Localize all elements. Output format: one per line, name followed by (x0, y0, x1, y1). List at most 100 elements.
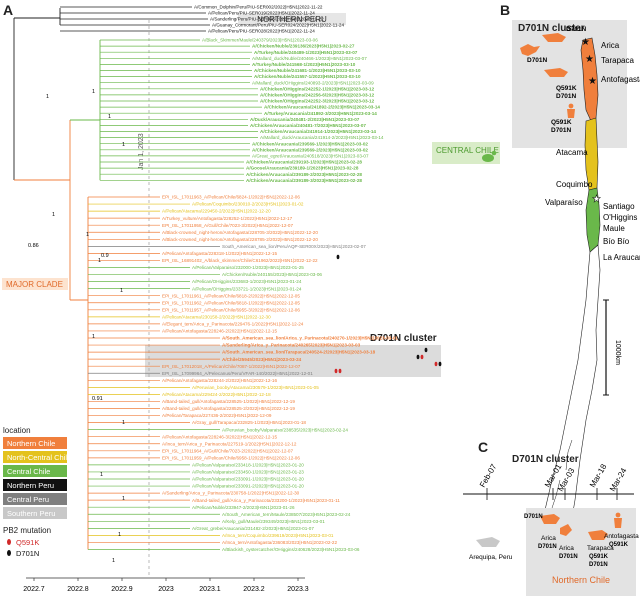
map-cluster-box (512, 20, 627, 148)
leaf-label: A/Pelican/Nuble/233947-2/2023|H5N1|2023-… (192, 505, 295, 510)
legend-swatch (3, 437, 67, 449)
leaf-label: A/Chicken/OHiggins/242252-1/2023|H5N1|20… (260, 86, 375, 91)
timeline-title: D701N cluster (512, 454, 579, 465)
support-value: 1 (98, 258, 101, 264)
support-value: 1 (120, 288, 123, 294)
leaf-label: A/Band-tailed_gull/Antofagasta/228525-1/… (162, 399, 295, 404)
leaf-label: A/Inca_tern/Antofagasta/236083/2023|H5N1… (222, 540, 337, 545)
region-label: Valparaíso (545, 198, 583, 207)
leaf-label: A/Guanay_Cormorant/Peru/PIU-SER024/2022|… (212, 23, 344, 28)
legend-label: Southern Peru (7, 509, 55, 518)
leaf-label: A/Peruvian_booby/Valparaiso/238535/2023|… (222, 427, 348, 432)
leaf-label: A/Mallard_duck/OHiggins/240893-2/2023|H5… (252, 80, 374, 85)
leaf-label: A/Kelp_gull/Maule/239349/2023|H5N1|2023-… (222, 519, 325, 524)
site-star-icon: ★ (588, 76, 597, 87)
major-clade-label: MAJOR CLADE (6, 280, 63, 289)
map-mutation-label: Q591K (551, 119, 572, 126)
leaf-label: A/Turkey/Araucania/241892-3/2023|H5N1|20… (264, 111, 377, 116)
leaf-label: A/Pelican/Valparaiso/233418-1/2023|H5N1|… (192, 463, 304, 468)
region-label: Tarapaca (601, 56, 634, 65)
leaf-label: EPI_ISL_17011958_A/Gull/Chile/7023-3/202… (162, 223, 293, 228)
support-value: 1 (122, 496, 125, 502)
leaf-label: South_American_sea_lion/Peru/AQP-SER00X/… (222, 244, 366, 249)
timeline-ticks (486, 488, 618, 500)
region-label: La Araucanía (603, 253, 640, 262)
arica-sanderling-icon (560, 524, 572, 536)
q591k-legend-label: Q591K (16, 538, 39, 547)
leaf-label: A/Turkey/Nuble/240489-1/2023|H5N1|2023-0… (254, 50, 358, 55)
leaf-label: A/Chicken/Araucania/239189-3/2023|H5N1|2… (246, 178, 362, 183)
legend-swatch (3, 507, 67, 519)
map-markers: D701N D701N Q591K D701N Q591K D701N (520, 26, 587, 134)
scale-label: 1000km (614, 340, 621, 365)
tree-mutation-markers (334, 254, 442, 374)
support-value: 1 (92, 89, 95, 95)
leaf-label: A/Mallard_duck/Araucania/241914-2/2023|H… (260, 135, 384, 140)
northern-peru-box (238, 13, 346, 25)
major-clade-box (2, 278, 68, 290)
timeline-mutation: Q591K (609, 542, 629, 548)
leaf-label: A/Pelican/OHiggins/233683-1/2023|H5N1|20… (192, 279, 302, 284)
leaf-label: A/Black-crowned_night-heron/Antofagasta/… (162, 237, 318, 242)
timeline-place: Arica (559, 545, 574, 552)
panel-b-letter: B (500, 2, 510, 18)
map-region-labels: Arica Tarapaca Antofagasta Atacama Coqui… (545, 41, 640, 262)
support-value: 1 (52, 212, 55, 218)
axis-tick-label: 2022.9 (111, 586, 133, 593)
leaf-label: A/Chicken/Araucania/240481-7/2023|H5N1|2… (250, 123, 366, 128)
leaf-label: A/Pelican/Atacama/229450-2/2022|H5N1|202… (162, 209, 271, 214)
leaf-label: A/Great_grebe/Araucania/231482-2/2023|H5… (192, 526, 314, 531)
region-label: Arica (601, 41, 620, 50)
leaf-label: A/Chicken/Araucania/241914-1/2023|H5N1|2… (260, 129, 376, 134)
antofagasta-human-icon (614, 512, 622, 528)
leaf-label: A/Pelican/Tarapaca/227436-2/2022|H5N1|20… (162, 413, 272, 418)
support-value: 1 (100, 472, 103, 478)
map-mutation-label: D701N (551, 127, 572, 134)
human-icon (567, 103, 575, 118)
leaf-label: A/Pelican/Peru/PIU-SER028/2022|H5N1|2022… (208, 29, 315, 34)
support-value: 1 (122, 142, 125, 148)
chicken-icon (482, 150, 497, 162)
tarapaca-sea-lion-icon (588, 530, 608, 540)
leaf-label: EPI_ISL_17011959_A/Pelican/Chile/6958-1/… (162, 455, 300, 460)
support-value: 0.91 (92, 396, 103, 402)
legend-label: Central Chile (7, 467, 50, 476)
peru-sea-lion-icon (476, 537, 500, 547)
leaf-label: EPI_ISL_16891402_A/black_skimmer/Chile/C… (162, 258, 318, 263)
timeline-mutation: Q591K (589, 554, 609, 560)
legend-swatch (3, 479, 67, 491)
leaf-label: A/Chicken/Araucania/239569-2/2023|H5N1|2… (252, 147, 368, 152)
leaf-label: A/Chicken/Nuble/239136/2023|H5N1|2023-02… (252, 44, 355, 49)
leaf-label: A/Band-tailed_gull/Antofagasta/228525-2/… (162, 406, 295, 411)
leaf-label: A/Elegant_tern/Arica_y_Parinacota/229476… (162, 322, 304, 327)
leaf-label: A/Goose/Araucania/239189-1/2023|H5N1|202… (246, 166, 359, 171)
chile-map: ★ ★ ★ ★ (539, 37, 601, 591)
panel-c-letter: C (478, 439, 488, 455)
map-mutation-label: D701N (527, 57, 548, 64)
map-mutation-label: Q591K (556, 85, 577, 92)
site-star-icon: ★ (581, 37, 590, 48)
leaf-label: A/Turkey/Nuble/241568-1/2023|H5N1|2023-0… (252, 62, 356, 67)
timeline-place: Arica (541, 535, 556, 542)
timeline-mutation: D701N (559, 554, 578, 560)
region-label: Maule (603, 224, 625, 233)
leaf-label: A/Blackish_oystercatcher/OHiggins/240628… (222, 547, 360, 552)
leaf-label: A/Pelican/Valparaiso/233450-1/2023|H5N1|… (192, 470, 304, 475)
timeline-place: Antofagasta (604, 533, 639, 540)
leaf-label: A/Pelican/OHiggins/233721-1/2023|H5N1|20… (192, 286, 302, 291)
map-mutation-label: D701N (556, 93, 577, 100)
axis-tick-label: 2022.7 (23, 586, 45, 593)
q591k-marker (338, 368, 342, 374)
legend-label: North-Central Chile (7, 453, 71, 462)
leaf-label: A/Chicken/Araucania/241892-2/2023|H5N1|2… (264, 105, 380, 110)
leaf-label: A/Black-crowned_night-heron/Antofagasta/… (162, 230, 318, 235)
legend-title: location (3, 426, 31, 435)
support-value: 0.9 (101, 253, 109, 259)
support-value: 1 (112, 558, 115, 564)
leaf-label: A/Pelican/Valparaiso/233091-1/2023|H5N1|… (192, 477, 304, 482)
d701n-legend-label: D701N (16, 549, 39, 558)
support-value: 1 (122, 420, 125, 426)
